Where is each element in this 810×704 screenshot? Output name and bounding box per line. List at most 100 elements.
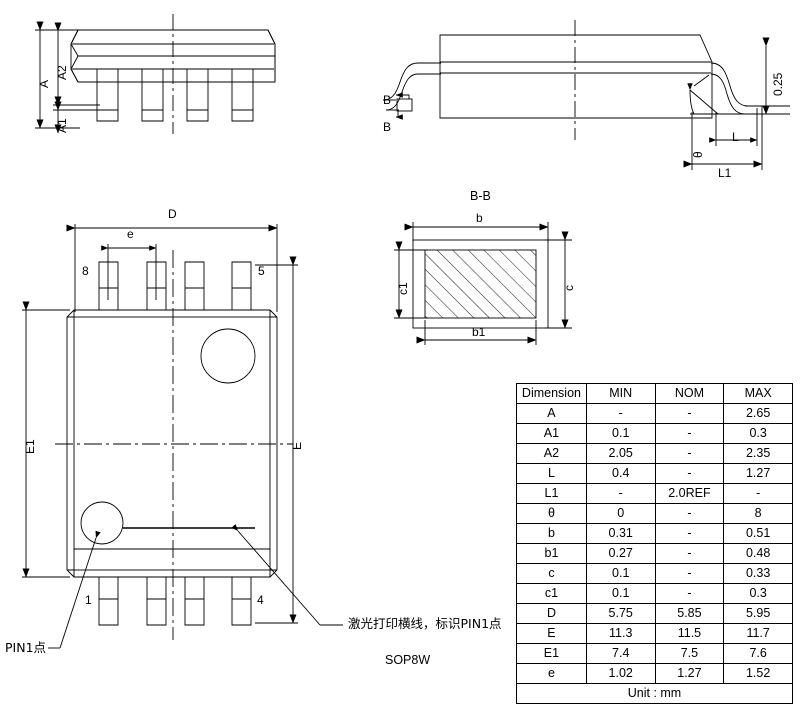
table-cell-min: 0.31 (585, 523, 656, 544)
dimension-label-A1: A1 (55, 118, 69, 133)
package-name-label: SOP8W (385, 653, 431, 667)
pin-number-5: 5 (258, 264, 265, 278)
table-cell-nom: - (654, 583, 725, 604)
top-view-lower-leads (98, 576, 252, 626)
table-header-dimension: Dimension (516, 383, 587, 404)
table-cell-nom: - (654, 523, 725, 544)
table-cell-dimension: c1 (516, 583, 587, 604)
table-header-max: MAX (723, 383, 793, 404)
table-cell-nom: 11.5 (654, 623, 725, 644)
table-header-min: MIN (585, 383, 656, 404)
dimension-label-L1: L1 (718, 166, 732, 180)
table-cell-nom: - (654, 423, 725, 444)
table-unit-note: Unit : mm (516, 683, 793, 704)
pin-number-1: 1 (85, 593, 92, 607)
table-cell-nom: - (654, 543, 725, 564)
table-cell-dimension: A (516, 403, 587, 424)
table-cell-max: 1.27 (723, 463, 793, 484)
front-view-leads (96, 69, 254, 122)
table-row: A--2.65 (516, 403, 793, 424)
table-cell-dimension: D (516, 603, 587, 624)
top-plan-view (22, 224, 343, 649)
section-mark-b (395, 92, 413, 120)
table-cell-max: 2.65 (723, 403, 793, 424)
table-cell-min: - (585, 483, 656, 504)
table-cell-min: 0.27 (585, 543, 656, 564)
table-cell-dimension: c (516, 563, 587, 584)
table-cell-nom: - (654, 503, 725, 524)
table-cell-dimension: L (516, 463, 587, 484)
side-elevation-view (382, 20, 790, 170)
table-cell-min: 2.05 (585, 443, 656, 464)
dimension-label-0-25: 0.25 (771, 72, 785, 96)
dimension-label-L: L (732, 130, 739, 144)
dimension-label-A2: A2 (55, 65, 69, 80)
marking-circle (200, 328, 256, 384)
table-cell-nom: 5.85 (654, 603, 725, 624)
table-cell-nom: 1.27 (654, 663, 725, 684)
table-cell-min: 5.75 (585, 603, 656, 624)
table-cell-nom: - (654, 563, 725, 584)
pin-number-8: 8 (82, 264, 89, 278)
section-mark-label-b-lower: B (383, 120, 392, 134)
dimension-label-theta: θ (691, 151, 705, 158)
table-cell-dimension: θ (516, 503, 587, 524)
table-cell-max: 7.6 (723, 643, 793, 664)
section-b-b-view (394, 222, 572, 345)
table-cell-min: 0.4 (585, 463, 656, 484)
table-cell-dimension: b (516, 523, 587, 544)
table-header-nom: NOM (654, 383, 725, 404)
drawing-sheet: A A2 A1 B B 0.25 θ L L1 B-B b b1 c1 c D … (5, 14, 793, 704)
table-row: L1-2.0REF- (516, 483, 793, 504)
dimension-label-c: c (562, 285, 576, 291)
table-cell-max: 0.33 (723, 563, 793, 584)
table-cell-min: 0.1 (585, 583, 656, 604)
dimension-label-b: b (476, 211, 483, 225)
table-cell-nom: - (654, 463, 725, 484)
pin1-dot-circle (80, 501, 124, 545)
top-view-upper-leads (98, 261, 252, 311)
dimension-label-b1: b1 (472, 325, 486, 339)
table-cell-dimension: A1 (516, 423, 587, 444)
table-cell-max: 1.52 (723, 663, 793, 684)
table-cell-max: 2.35 (723, 443, 793, 464)
dimension-label-e: e (127, 227, 134, 241)
table-cell-max: 0.3 (723, 583, 793, 604)
table-cell-min: 7.4 (585, 643, 656, 664)
table-cell-min: - (585, 403, 656, 424)
table-cell-dimension: E (516, 623, 587, 644)
pin-number-4: 4 (257, 593, 264, 607)
table-cell-max: 0.51 (723, 523, 793, 544)
dimension-label-E1: E1 (23, 439, 37, 454)
section-view-title: B-B (470, 189, 491, 203)
table-cell-min: 0.1 (585, 563, 656, 584)
table-cell-min: 1.02 (585, 663, 656, 684)
table-cell-nom: - (654, 443, 725, 464)
table-cell-dimension: E1 (516, 643, 587, 664)
table-cell-dimension: b1 (516, 543, 587, 564)
dimension-label-c1: c1 (396, 282, 410, 295)
table-cell-max: 0.3 (723, 423, 793, 444)
table-cell-nom: - (654, 403, 725, 424)
table-cell-max: 8 (723, 503, 793, 524)
front-elevation-view (35, 14, 276, 134)
dimension-label-D: D (168, 207, 177, 221)
annotation-laser-line: 激光打印横线，标识PIN1点 (348, 616, 502, 631)
table-cell-nom: 7.5 (654, 643, 725, 664)
table-cell-nom: 2.0REF (654, 483, 725, 504)
table-cell-max: 5.95 (723, 603, 793, 624)
section-mark-label-b-upper: B (383, 93, 392, 107)
package-outline-drawing (22, 14, 790, 649)
